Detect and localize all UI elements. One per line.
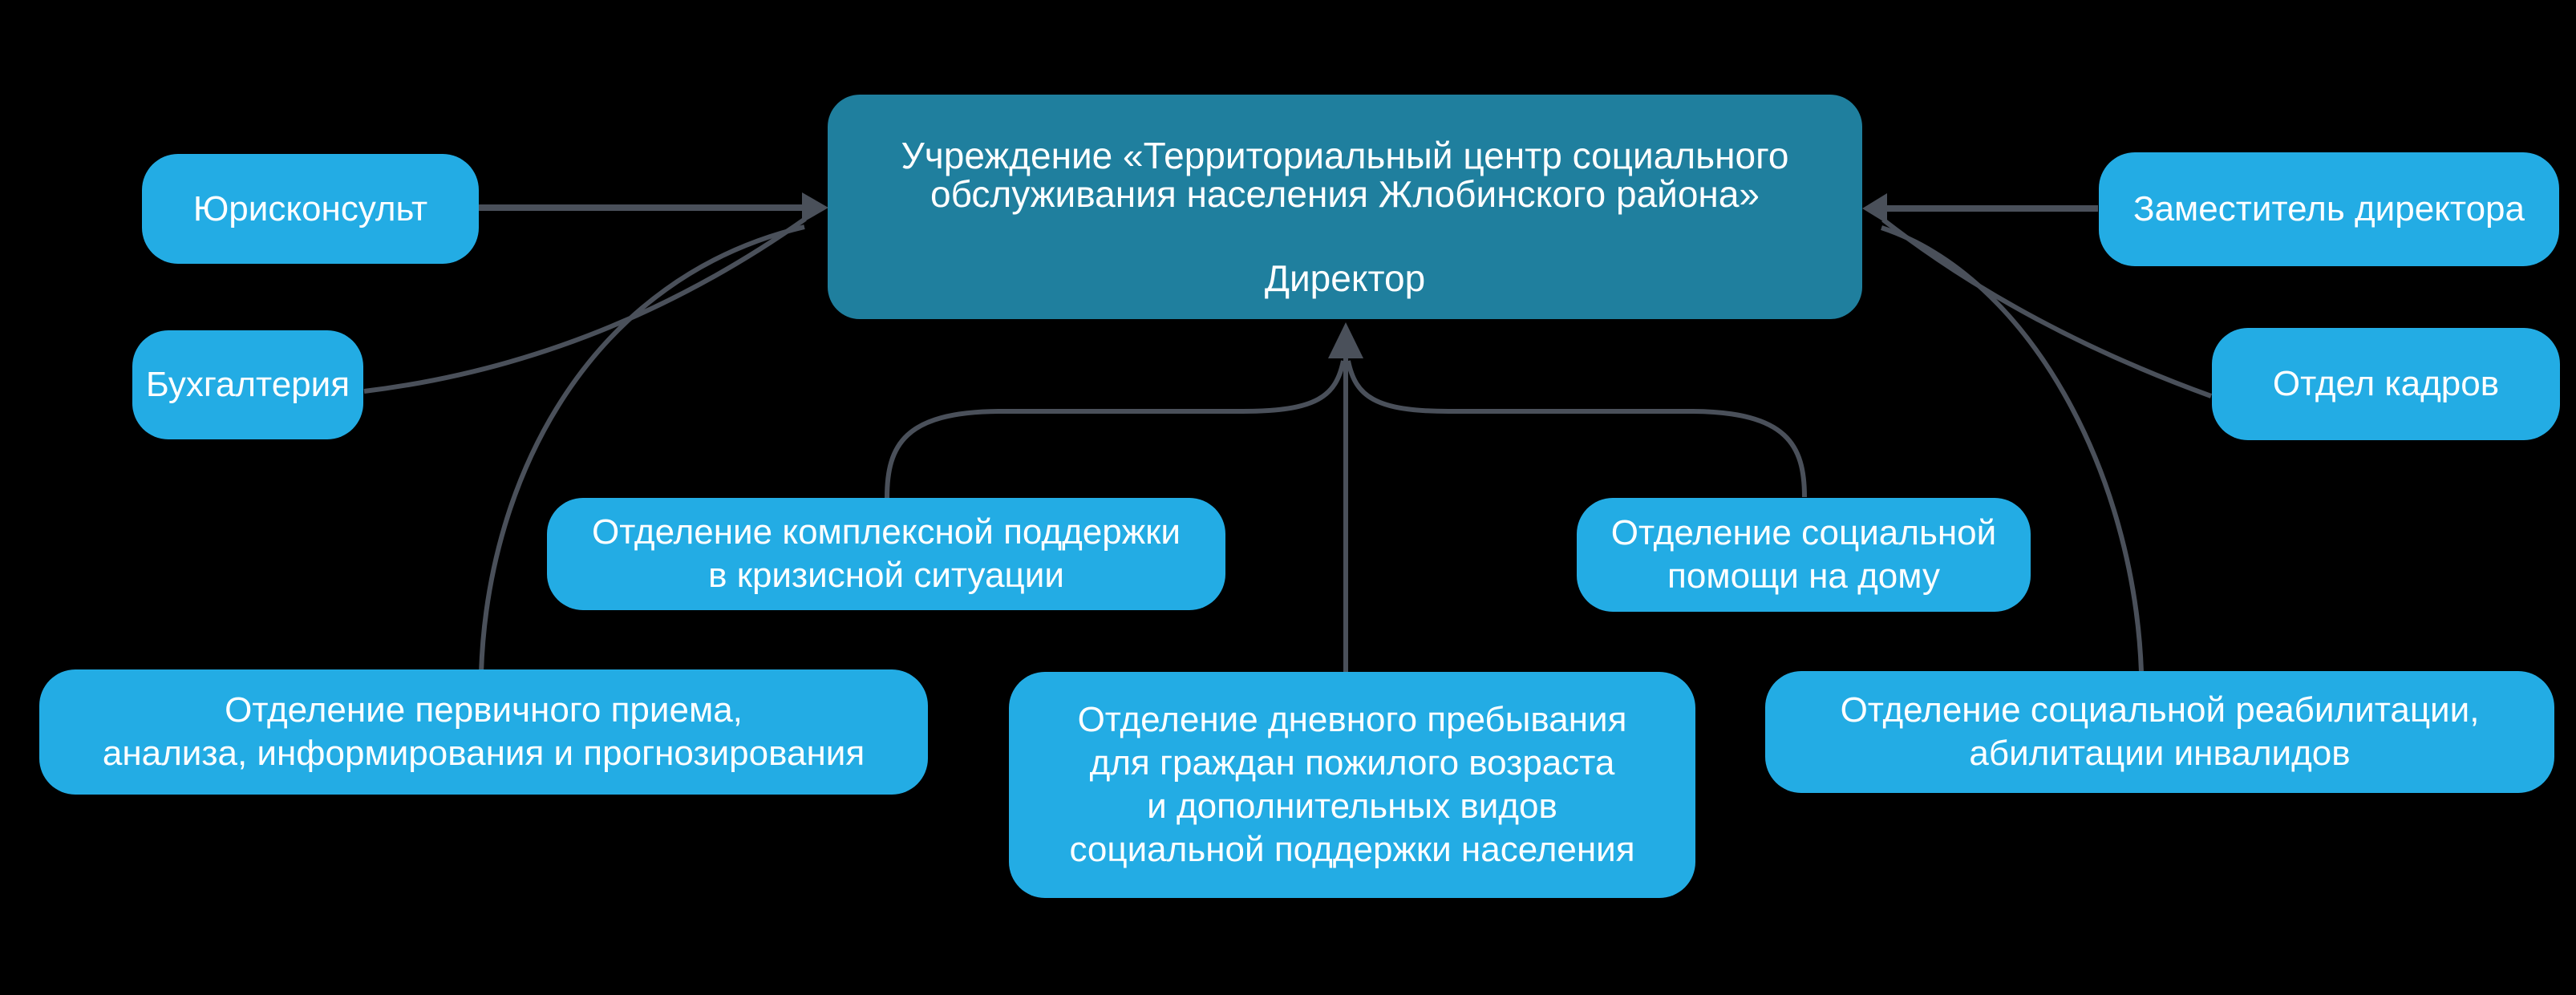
node-label: Отдел кадров [2272, 364, 2500, 403]
node-label-line: социальной поддержки населения [1069, 830, 1635, 869]
node-intake-analysis-department: Отделение первичного приема, анализа, ин… [39, 669, 928, 795]
node-label-line: и дополнительных видов [1147, 787, 1557, 826]
arrowhead-right [1862, 193, 1887, 224]
connector-intake-to-root [479, 224, 805, 673]
node-director-root: Учреждение «Территориальный центр социал… [828, 95, 1862, 319]
node-deputy-director: Заместитель директора [2099, 152, 2559, 266]
arrowhead-left [802, 192, 828, 223]
root-title-line: Учреждение «Территориальный центр социал… [901, 135, 1789, 176]
node-day-care-department: Отделение дневного пребывания для гражда… [1009, 672, 1695, 898]
node-home-social-care-department: Отделение социальной помощи на дому [1577, 498, 2031, 612]
node-label-line: Отделение социальной реабилитации, [1840, 690, 2480, 730]
node-label-line: анализа, информирования и прогнозировани… [102, 734, 865, 773]
node-label: Юрисконсульт [192, 188, 428, 229]
node-label-line: абилитации инвалидов [1969, 734, 2351, 773]
node-hr-department: Отдел кадров [2212, 328, 2560, 440]
node-label-line: Отделение дневного пребывания [1077, 700, 1627, 739]
connector-homecare-branch [1346, 360, 1807, 498]
connector-hr-to-root [1881, 217, 2213, 398]
root-title: Учреждение «Территориальный центр социал… [901, 136, 1789, 213]
node-accounting: Бухгалтерия [132, 330, 363, 439]
connector-rehab-to-root [1881, 225, 2144, 673]
node-label-line: Отделение социальной [1610, 513, 1997, 552]
connector-crisis-branch [885, 360, 1346, 499]
connector-accounting-to-root [363, 216, 807, 394]
node-crisis-support-department: Отделение комплексной поддержки в кризис… [547, 498, 1225, 610]
node-rehabilitation-department: Отделение социальной реабилитации, абили… [1765, 671, 2554, 793]
node-label-line: помощи на дому [1667, 556, 1940, 596]
node-label-line: Отделение первичного приема, [225, 690, 743, 730]
node-label-line: Отделение комплексной поддержки [592, 512, 1181, 552]
node-label: Заместитель директора [2133, 189, 2525, 229]
root-title-line: обслуживания населения Жлобинского район… [930, 173, 1760, 215]
node-label: Бухгалтерия [145, 365, 350, 404]
node-label-line: для граждан пожилого возраста [1089, 743, 1615, 783]
arrowhead-up [1328, 322, 1363, 358]
node-label-line: в кризисной ситуации [708, 556, 1064, 595]
root-subtitle: Директор [1264, 257, 1426, 299]
node-legal-advisor: Юрисконсульт [142, 154, 479, 264]
